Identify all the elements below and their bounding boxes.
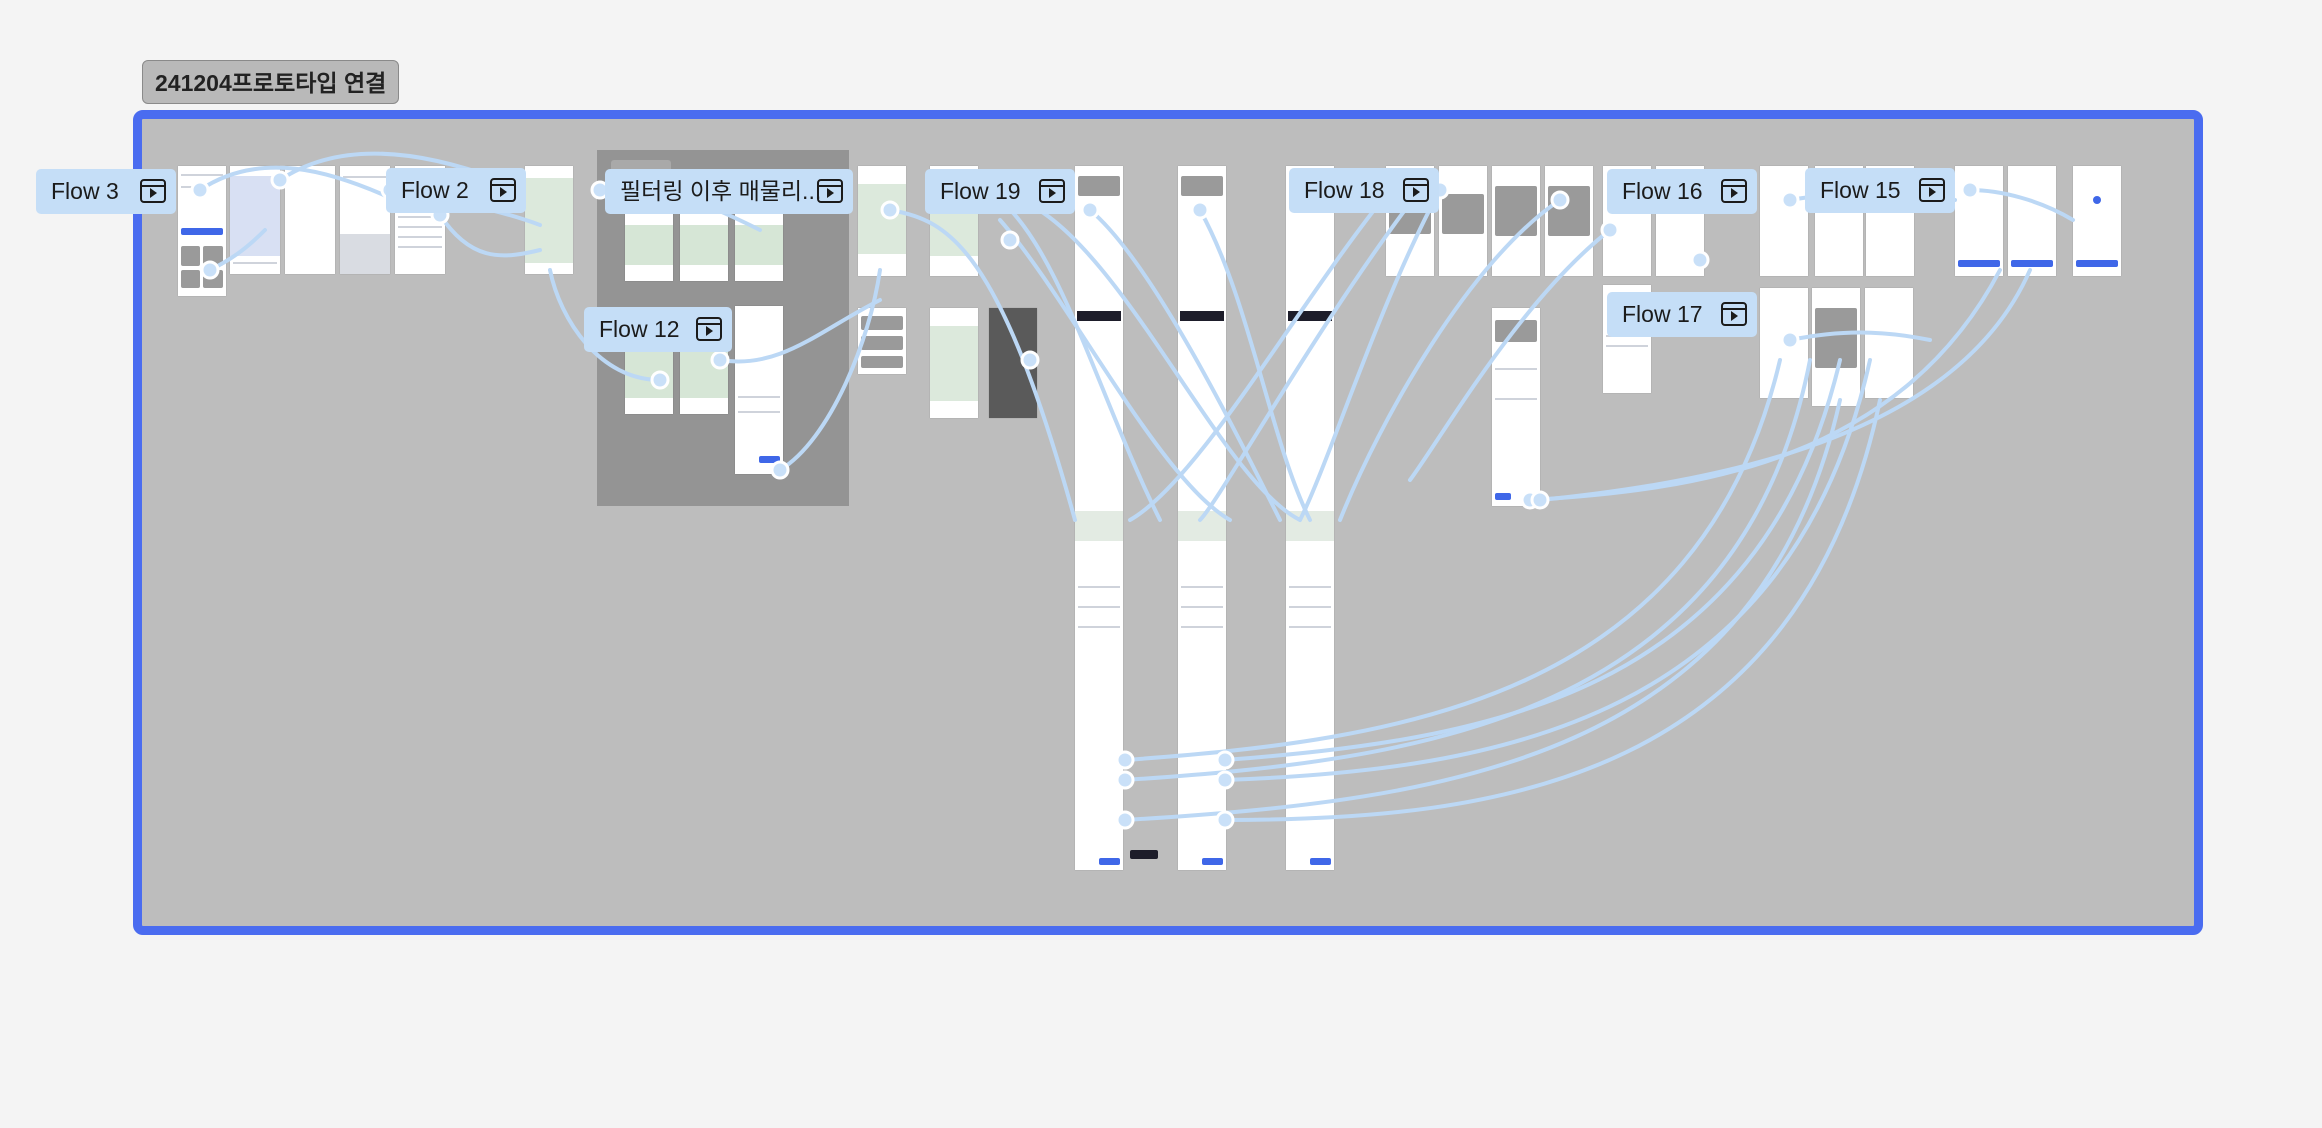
play-flow-icon[interactable] xyxy=(1919,178,1945,202)
play-flow-icon[interactable] xyxy=(1039,179,1065,203)
screen-frame[interactable] xyxy=(1865,288,1913,398)
profile-screen[interactable] xyxy=(1760,166,1808,276)
flow-label-text: Flow 15 xyxy=(1820,177,1901,203)
play-flow-icon[interactable] xyxy=(696,317,722,341)
screen-frame-gallery[interactable] xyxy=(1492,166,1540,276)
flow-label-text: Flow 12 xyxy=(599,316,680,342)
screen-frame-map[interactable] xyxy=(858,166,906,276)
flow-label-16[interactable]: Flow 16 xyxy=(1607,169,1757,214)
screen-frame-gallery[interactable] xyxy=(1439,166,1487,276)
play-flow-icon[interactable] xyxy=(1721,179,1747,203)
form-screen[interactable] xyxy=(2008,166,2056,276)
flow-label-18[interactable]: Flow 18 xyxy=(1289,168,1439,213)
flow-label-17[interactable]: Flow 17 xyxy=(1607,292,1757,337)
screen-frame-list[interactable] xyxy=(858,308,906,374)
flow-label-text: Flow 18 xyxy=(1304,177,1385,203)
screen-frame-map[interactable] xyxy=(230,166,280,274)
section-title[interactable]: 241204프로토타입 연결 xyxy=(142,60,399,104)
detail-page-1[interactable] xyxy=(1075,166,1123,870)
form-screen[interactable] xyxy=(1955,166,2003,276)
screen-frame[interactable] xyxy=(1760,288,1808,398)
flow-label-3[interactable]: Flow 3 xyxy=(36,169,176,214)
flow-label-text: Flow 19 xyxy=(940,178,1021,204)
screen-frame-gallery[interactable] xyxy=(1545,166,1593,276)
screen-frame[interactable] xyxy=(178,166,226,296)
flow-label-text: Flow 16 xyxy=(1622,178,1703,204)
screen-frame-keyboard[interactable] xyxy=(340,166,390,274)
flow-label-text: Flow 3 xyxy=(51,178,119,204)
play-flow-icon[interactable] xyxy=(490,178,516,202)
screen-frame-filter[interactable] xyxy=(735,306,783,474)
play-flow-icon[interactable] xyxy=(1403,178,1429,202)
play-flow-icon[interactable] xyxy=(140,179,166,203)
flow-label-19[interactable]: Flow 19 xyxy=(925,169,1075,214)
flow-label-filtered-listing[interactable]: 필터링 이후 매물리... xyxy=(605,169,853,214)
confirm-screen[interactable] xyxy=(2073,166,2121,276)
screen-frame-map[interactable] xyxy=(930,308,978,418)
screen-frame[interactable] xyxy=(285,166,335,274)
screen-frame-dimmed[interactable] xyxy=(989,308,1037,418)
flow-label-12[interactable]: Flow 12 xyxy=(584,307,732,352)
toast-chip xyxy=(1130,850,1158,859)
flow-label-2[interactable]: Flow 2 xyxy=(386,168,526,213)
flow-label-15[interactable]: Flow 15 xyxy=(1805,168,1955,213)
screen-frame-list[interactable] xyxy=(1492,308,1540,506)
flow-label-text: Flow 17 xyxy=(1622,301,1703,327)
screen-frame-gallery[interactable] xyxy=(1812,288,1860,406)
play-flow-icon[interactable] xyxy=(1721,302,1747,326)
flow-label-text: Flow 2 xyxy=(401,177,469,203)
detail-page-2[interactable] xyxy=(1178,166,1226,870)
flow-label-text: 필터링 이후 매물리... xyxy=(620,178,821,204)
play-flow-icon[interactable] xyxy=(817,179,843,203)
detail-page-3[interactable] xyxy=(1286,166,1334,870)
screen-frame-map[interactable] xyxy=(525,166,573,274)
